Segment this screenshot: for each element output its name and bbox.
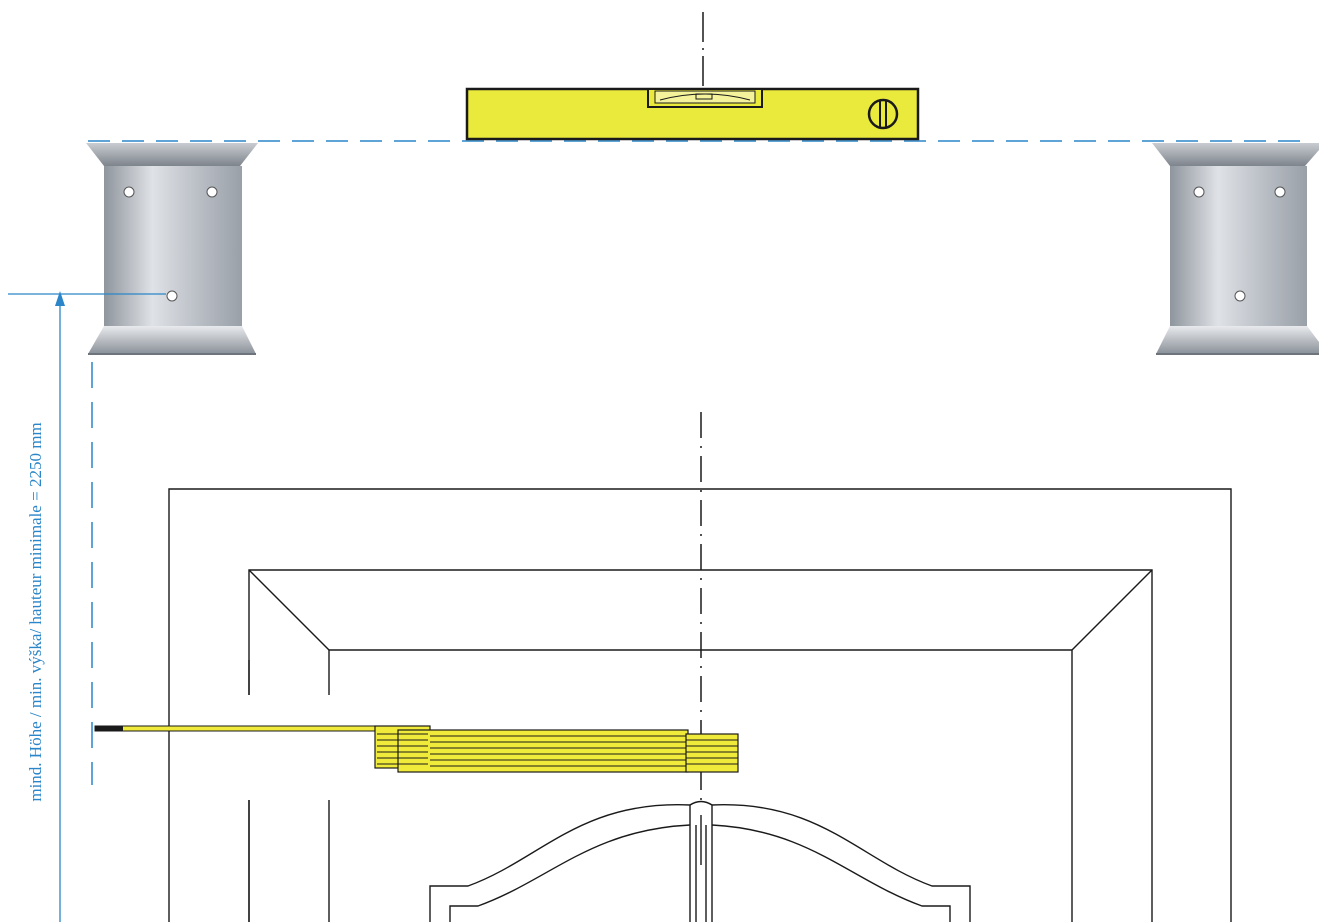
arched-door-panel [429, 800, 971, 922]
right-wall-bracket [1152, 143, 1319, 355]
spirit-level-icon [465, 87, 920, 141]
min-height-dimension [8, 291, 166, 922]
left-wall-bracket [86, 143, 258, 355]
min-height-label: mind. Höhe / min. výška/ hauteur minimal… [26, 422, 45, 802]
folding-ruler-icon [94, 725, 739, 773]
